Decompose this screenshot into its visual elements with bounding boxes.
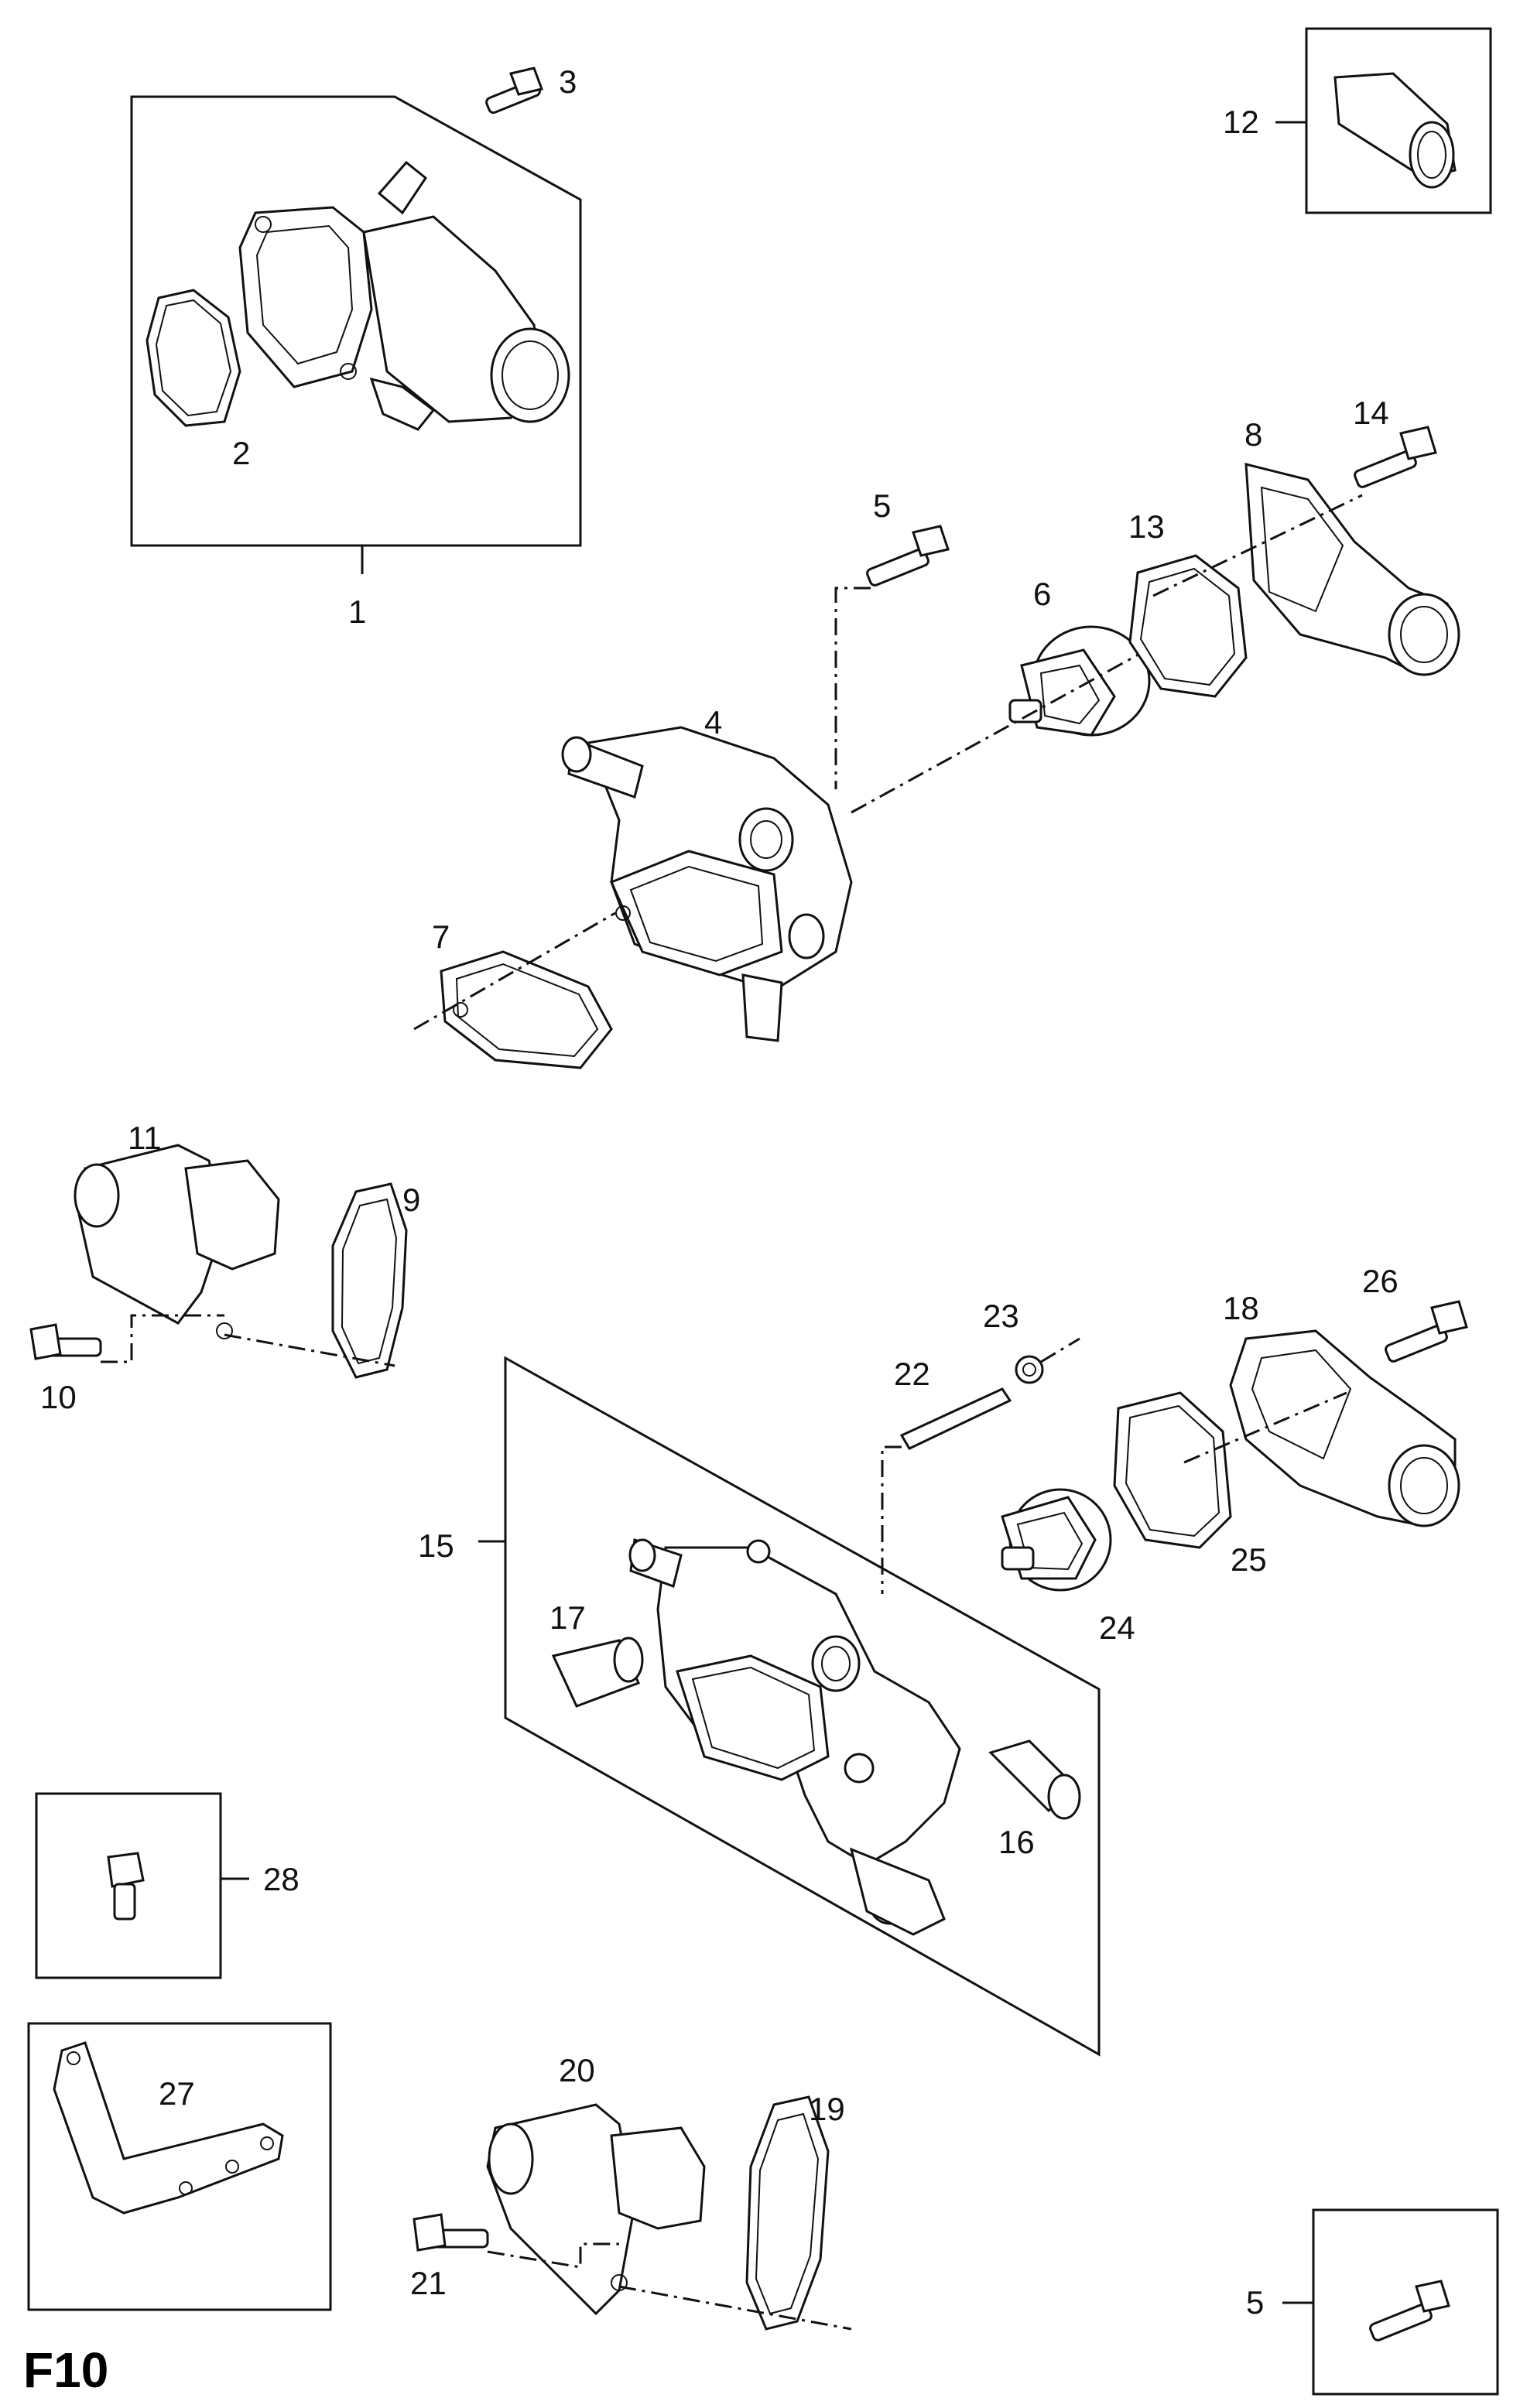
assembly-line-18-25 (1183, 1391, 1347, 1464)
nut-part-23[interactable] (1015, 1355, 1044, 1384)
outlet-part-20[interactable] (486, 2103, 706, 2316)
assembly-line-4-6 (851, 641, 1162, 814)
callout-18: 18 (1223, 1290, 1259, 1326)
gasket-part-9[interactable] (331, 1182, 408, 1379)
sleeve-part-12[interactable] (1333, 72, 1457, 189)
bolt-part-3[interactable] (485, 67, 543, 115)
callout-20: 20 (559, 2052, 595, 2088)
callout-22: 22 (894, 1356, 930, 1392)
bolt-part-28[interactable] (107, 1852, 145, 1921)
part-box-5 (1282, 2208, 1499, 2396)
callout-16: 16 (998, 1824, 1035, 1860)
callout-13: 13 (1128, 508, 1165, 545)
callout-1: 1 (348, 593, 366, 630)
callout-23: 23 (983, 1298, 1019, 1334)
assembly-box-15 (478, 1356, 1101, 2057)
assembly-line-7 (413, 912, 616, 1031)
gasket-part-2[interactable] (145, 289, 241, 427)
callout-4: 4 (704, 704, 722, 741)
callout-8: 8 (1244, 416, 1262, 453)
thermostat-part-24[interactable] (1001, 1488, 1112, 1592)
callout-9: 9 (402, 1182, 420, 1218)
bolt-part-21[interactable] (413, 2213, 489, 2252)
thermostat-part-6[interactable] (1008, 625, 1151, 737)
assembly-line-23 (1040, 1337, 1080, 1363)
assembly-line-10 (101, 1314, 224, 1363)
bolt-part-5-detail[interactable] (1369, 2280, 1450, 2341)
assembly-line-5-4 (834, 587, 871, 789)
assembly-line-20-19 (618, 2285, 852, 2331)
assembly-box-1 (130, 95, 582, 574)
callout-2: 2 (232, 435, 250, 471)
bolt-part-5[interactable] (866, 525, 950, 587)
callout-10: 10 (40, 1379, 77, 1415)
callout-11: 11 (128, 1120, 162, 1156)
gasket-part-13[interactable] (1128, 554, 1248, 698)
callout-14: 14 (1353, 395, 1389, 431)
assembly-line-21 (487, 2242, 619, 2269)
housing-assembly-part[interactable] (238, 160, 570, 431)
bolt-part-14[interactable] (1354, 426, 1437, 488)
outlet-part-11[interactable] (74, 1144, 280, 1339)
callout-28: 28 (263, 1861, 300, 1897)
callout-21: 21 (410, 2265, 447, 2301)
callout-25: 25 (1231, 1541, 1267, 1578)
housing-part-4[interactable] (561, 726, 853, 1042)
housing-part-15[interactable] (628, 1537, 961, 1936)
part-box-27 (27, 2022, 332, 2311)
callout-26: 26 (1362, 1263, 1398, 1299)
bolt-part-26[interactable] (1385, 1300, 1468, 1363)
cover-part-8[interactable] (1244, 463, 1460, 676)
callout-7: 7 (432, 918, 450, 955)
callout-27: 27 (159, 2075, 195, 2112)
assembly-line-22 (881, 1445, 902, 1594)
callout-3: 3 (559, 63, 577, 100)
callout-17: 17 (549, 1599, 586, 1636)
assembly-line-11-9 (224, 1333, 395, 1367)
gasket-part-25[interactable] (1113, 1391, 1232, 1549)
gasket-part-7[interactable] (440, 950, 613, 1069)
stud-part-22[interactable] (899, 1387, 1012, 1450)
sleeve-part-17[interactable] (551, 1637, 644, 1708)
callout-19: 19 (809, 2091, 845, 2127)
callout-24: 24 (1099, 1609, 1135, 1646)
bolt-part-10[interactable] (29, 1323, 102, 1360)
gasket-part-19[interactable] (745, 2095, 830, 2331)
cover-part-18[interactable] (1229, 1329, 1460, 1527)
callout-12: 12 (1223, 104, 1259, 140)
callout-15: 15 (418, 1527, 454, 1564)
part-box-12 (1275, 27, 1492, 214)
bracket-part-27[interactable] (53, 2041, 284, 2215)
page-code: F10 (23, 2342, 108, 2398)
callout-5: 5 (873, 487, 891, 524)
sleeve-part-16[interactable] (988, 1739, 1081, 1820)
callout-5-detail: 5 (1246, 2284, 1264, 2321)
assembly-line-8-13 (1152, 494, 1363, 597)
part-box-28 (35, 1792, 249, 1979)
callout-6: 6 (1033, 576, 1051, 612)
